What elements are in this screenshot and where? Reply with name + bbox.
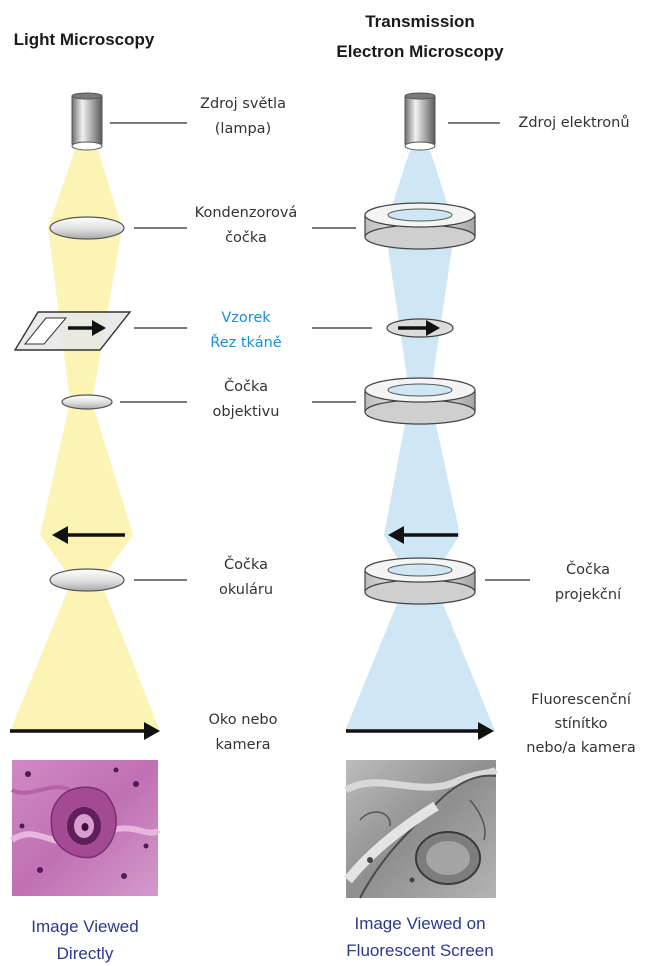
electron-source-label: Zdroj elektronů — [518, 115, 629, 131]
light-source-label: Zdroj světla — [200, 96, 286, 112]
electron-micrograph-image — [346, 760, 496, 898]
fluorescent-screen-label-3: nebo/a kamera — [526, 740, 636, 756]
eyepiece-label: Čočka — [224, 555, 268, 573]
projector-label-2: projekční — [555, 587, 622, 603]
light-caption: Image Viewed — [31, 917, 138, 936]
light-microscopy-title: Light Microscopy — [14, 30, 155, 49]
objective-label-2: objektivu — [213, 404, 280, 420]
magnetic-condenser-lens-icon — [365, 203, 475, 249]
lamp-icon — [72, 93, 102, 150]
fluorescent-screen-label-2: stínítko — [555, 716, 608, 732]
eyepiece-lens-icon — [50, 569, 124, 591]
eyepiece-label-2: okuláru — [219, 582, 273, 598]
light-source-label-2: (lampa) — [215, 121, 271, 137]
glass-slide-icon — [15, 312, 130, 350]
eye-camera-label: Oko nebo — [209, 712, 278, 728]
light-caption-2: Directly — [57, 944, 114, 963]
electron-source-icon — [405, 93, 435, 150]
objective-label: Čočka — [224, 377, 268, 395]
fluorescent-screen-label: Fluorescenční — [531, 692, 632, 708]
tem-specimen-icon — [387, 319, 453, 337]
eye-camera-label-2: kamera — [216, 737, 271, 753]
tem-title-line2: Electron Microscopy — [336, 42, 504, 61]
condenser-lens-icon — [50, 217, 124, 239]
objective-lens-icon — [62, 395, 112, 409]
magnetic-projector-lens-icon — [365, 558, 475, 604]
condenser-label: Kondenzorová — [195, 205, 298, 221]
histology-micrograph-image — [12, 760, 158, 896]
tem-title-line1: Transmission — [365, 12, 475, 31]
condenser-label-2: čočka — [225, 230, 267, 246]
projector-label: Čočka — [566, 560, 610, 578]
tem-caption: Image Viewed on — [354, 914, 485, 933]
specimen-label-2: Řez tkáně — [210, 334, 281, 351]
magnetic-objective-lens-icon — [365, 378, 475, 424]
specimen-label: Vzorek — [221, 310, 271, 326]
tem-caption-2: Fluorescent Screen — [346, 941, 493, 960]
